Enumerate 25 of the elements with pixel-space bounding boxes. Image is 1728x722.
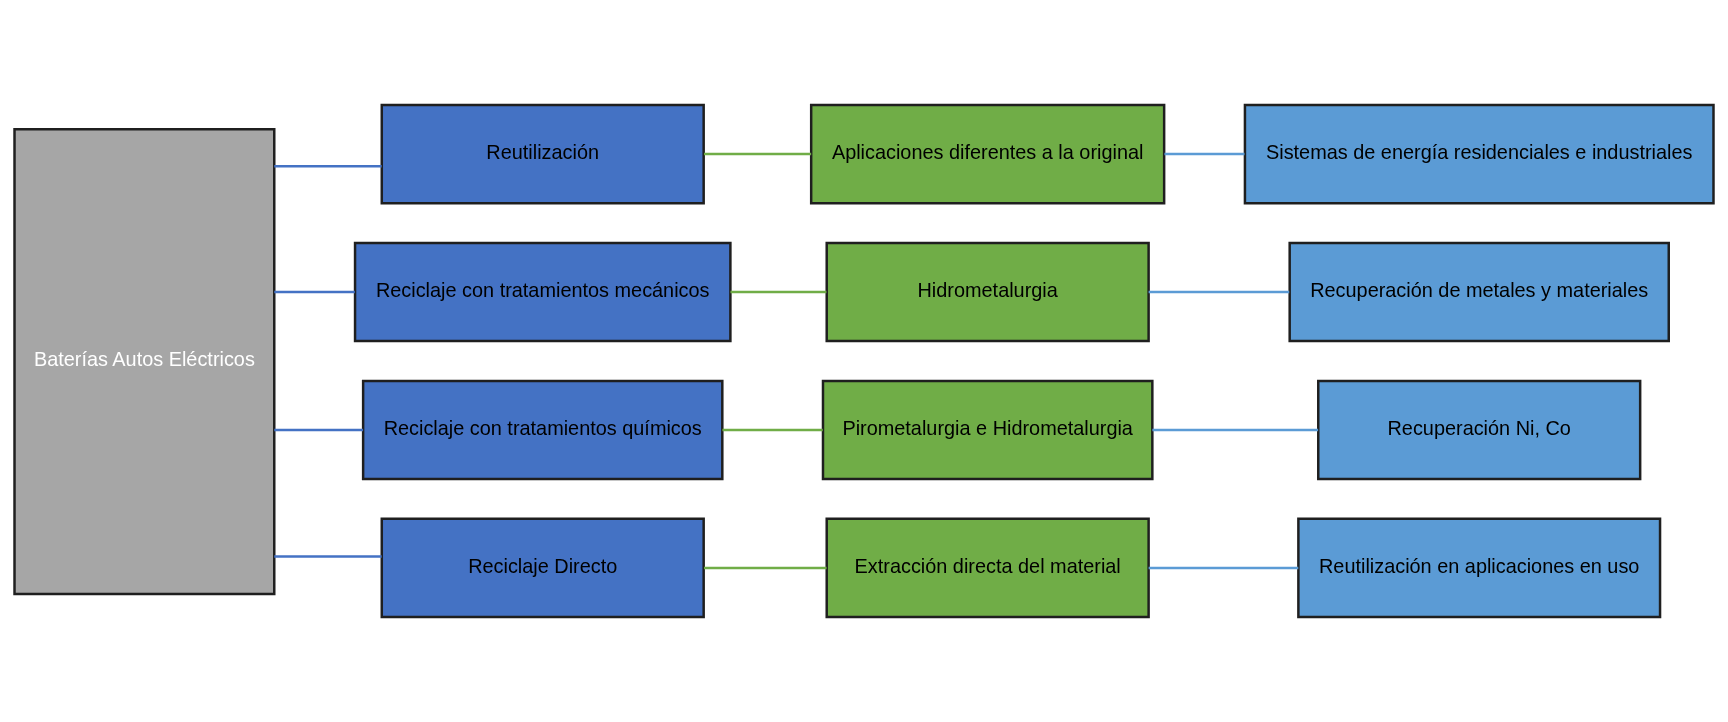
node-box: Reciclaje con tratamientos mecánicos [353,241,732,343]
node-box: Extracción directa del material [825,517,1150,619]
connector [704,566,827,570]
connector [274,555,382,558]
node-box: Reutilización en aplicaciones en uso [1297,517,1662,619]
node-box: Reutilización [380,103,705,205]
connector [274,428,364,432]
connector [704,152,812,156]
node-box: Recuperación de metales y materiales [1288,241,1670,343]
connector [1164,152,1245,156]
node-box: Baterías Autos Eléctricos [13,127,276,596]
node-box: Reciclaje Directo [380,517,705,619]
connector [274,164,382,168]
node-box: Pirometalurgia e Hidrometalurgia [821,379,1154,481]
node-box: Sistemas de energía residenciales e industriales [1243,103,1715,205]
connector [722,428,823,432]
connector [274,290,355,294]
connector [1148,566,1299,570]
node-box: Recuperación Ni, Co [1317,379,1642,481]
node-box: Reciclaje con tratamientos químicos [361,379,724,481]
connector [1148,290,1290,294]
node-box: Aplicaciones diferentes a la original [809,103,1166,205]
connector [730,290,827,294]
connector [1152,428,1319,432]
node-box: Hidrometalurgia [825,241,1150,343]
